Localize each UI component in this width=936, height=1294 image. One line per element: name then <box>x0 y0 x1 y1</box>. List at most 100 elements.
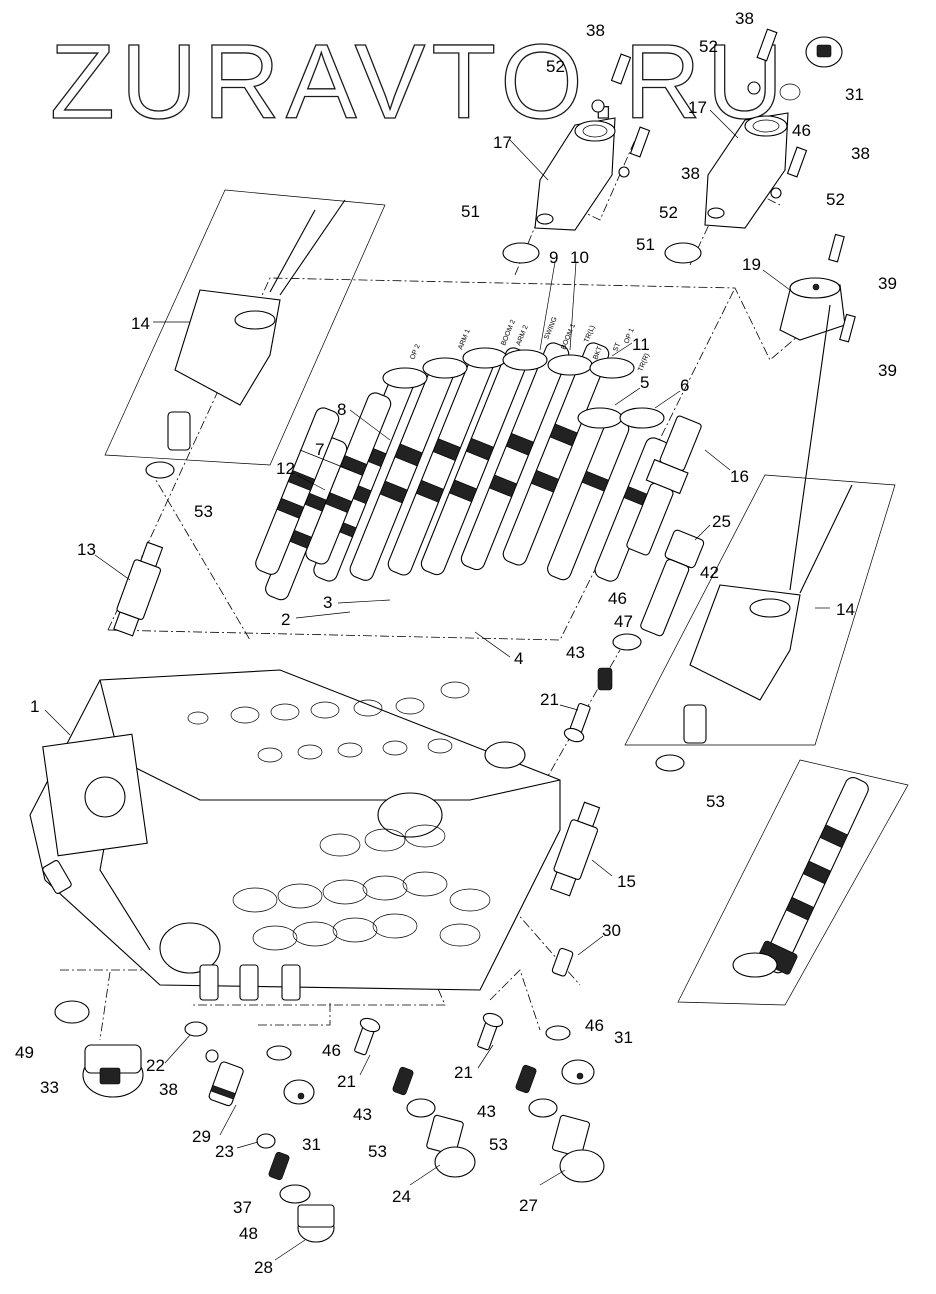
callout-52-a: 52 <box>546 57 565 76</box>
callout-21-upper: 21 <box>540 690 559 709</box>
plug-24 <box>426 1114 476 1178</box>
callout-labels: 1 2 3 4 5 6 7 8 9 10 11 12 13 14 14 15 1… <box>15 9 897 1277</box>
callout-43-lower-right: 43 <box>477 1102 496 1121</box>
callout-52-b: 52 <box>699 37 718 56</box>
o-ring-47 <box>612 633 642 651</box>
callout-51-right: 51 <box>636 235 655 254</box>
valve-body-ports <box>187 681 491 951</box>
callout-46-lower-left: 46 <box>322 1041 341 1060</box>
ring-38-lower <box>205 1049 219 1063</box>
callout-12: 12 <box>276 459 295 478</box>
solenoid-cap-19 <box>779 233 856 343</box>
o-ring-53-lower-left <box>406 1098 436 1118</box>
callout-33: 33 <box>40 1078 59 1097</box>
plug-27 <box>551 1114 605 1183</box>
o-ring-53-lower-right <box>528 1098 558 1118</box>
callout-9: 9 <box>549 248 558 267</box>
callout-17-left: 17 <box>493 133 512 152</box>
spring-37 <box>268 1151 290 1181</box>
callout-13: 13 <box>77 540 96 559</box>
callout-31-top: 31 <box>845 85 864 104</box>
callout-39-a: 39 <box>878 274 897 293</box>
poppet-21-lower-right <box>477 1012 504 1051</box>
callout-53-left: 53 <box>194 502 213 521</box>
callout-53-lower-right: 53 <box>489 1135 508 1154</box>
callout-11: 11 <box>632 335 650 354</box>
callout-38-e: 38 <box>159 1080 178 1099</box>
relief-valve-16 <box>626 415 702 556</box>
spool-label-trl: TR(L) <box>583 325 596 344</box>
callout-23: 23 <box>215 1142 234 1161</box>
callout-38-d: 38 <box>851 144 870 163</box>
callout-14-left: 14 <box>131 314 150 333</box>
callout-7: 7 <box>315 440 324 459</box>
callout-24: 24 <box>392 1187 411 1206</box>
watermark-text: ZURAVTO.RU <box>50 23 789 141</box>
callout-38-b: 38 <box>735 9 754 28</box>
callout-38-c: 38 <box>681 164 700 183</box>
callout-48: 48 <box>239 1224 258 1243</box>
plug-33 <box>82 1044 144 1098</box>
callout-37: 37 <box>233 1198 252 1217</box>
screw-38-set <box>591 28 808 199</box>
callout-25: 25 <box>712 512 731 531</box>
callout-31-lower-right: 31 <box>614 1028 633 1047</box>
callout-46-middle: 46 <box>608 589 627 608</box>
callout-47: 47 <box>614 612 633 631</box>
fitting-30 <box>551 947 574 977</box>
callout-43-upper: 43 <box>566 643 585 662</box>
valve-29 <box>208 1061 244 1107</box>
o-ring-48 <box>279 1184 311 1204</box>
o-ring-51-left <box>502 242 540 264</box>
callout-46-lower-right: 46 <box>585 1016 604 1035</box>
callout-8: 8 <box>337 400 346 419</box>
callout-49: 49 <box>15 1043 34 1062</box>
spring-43-lower-left <box>392 1066 414 1096</box>
spool-label-boom2: BOOM 2 <box>500 319 517 347</box>
spool-label-op2: OP 2 <box>409 343 421 360</box>
spool-label-bkt: BKT <box>592 345 604 361</box>
callout-53-right: 53 <box>706 792 725 811</box>
spool-label-boom1: BOOM 1 <box>560 323 577 351</box>
callout-6: 6 <box>680 376 689 395</box>
cap-22 <box>184 1021 208 1037</box>
callout-27: 27 <box>519 1196 538 1215</box>
o-ring-46-lower-left <box>266 1045 292 1061</box>
solenoid-valve-17-left <box>534 117 616 231</box>
callout-22: 22 <box>146 1056 165 1075</box>
valve-body-1 <box>29 669 561 991</box>
callout-21-lower-right: 21 <box>454 1063 473 1082</box>
relief-valve-15 <box>550 801 601 897</box>
spool-bank <box>265 342 670 601</box>
spool-label-trr: TR(R) <box>637 352 651 372</box>
spring-43-lower-right <box>515 1064 537 1094</box>
valve-42 <box>640 529 705 637</box>
callout-31-lower-left: 31 <box>302 1135 321 1154</box>
poppet-21-lower-left <box>354 1017 381 1056</box>
callout-52-d: 52 <box>826 190 845 209</box>
spool-label-swing: SWING <box>543 316 558 341</box>
spool-label-st: ST <box>612 341 622 353</box>
callout-1: 1 <box>30 697 39 716</box>
callout-21-lower-left: 21 <box>337 1072 356 1091</box>
spool-12 <box>255 407 340 575</box>
solenoid-valve-17-right <box>704 112 789 229</box>
o-ring-46-lower-right <box>545 1025 571 1041</box>
callout-46-top: 46 <box>792 121 811 140</box>
o-ring-49 <box>54 1000 90 1024</box>
callout-17-right: 17 <box>688 98 707 117</box>
callout-39-b: 39 <box>878 361 897 380</box>
callout-15: 15 <box>617 872 636 891</box>
solenoid-box-14-right <box>624 304 896 772</box>
spring-43-upper <box>597 667 613 691</box>
callout-53-lower-left: 53 <box>368 1142 387 1161</box>
callout-2: 2 <box>281 610 290 629</box>
spool-label-arm1: ARM 1 <box>457 328 472 351</box>
callout-5: 5 <box>640 373 649 392</box>
plug-28 <box>297 1204 335 1243</box>
callout-29: 29 <box>192 1127 211 1146</box>
relief-valve-13 <box>113 541 164 637</box>
body-bottom-fittings <box>42 860 301 1001</box>
plug-31-lower-left <box>283 1079 315 1105</box>
callout-28: 28 <box>254 1258 273 1277</box>
